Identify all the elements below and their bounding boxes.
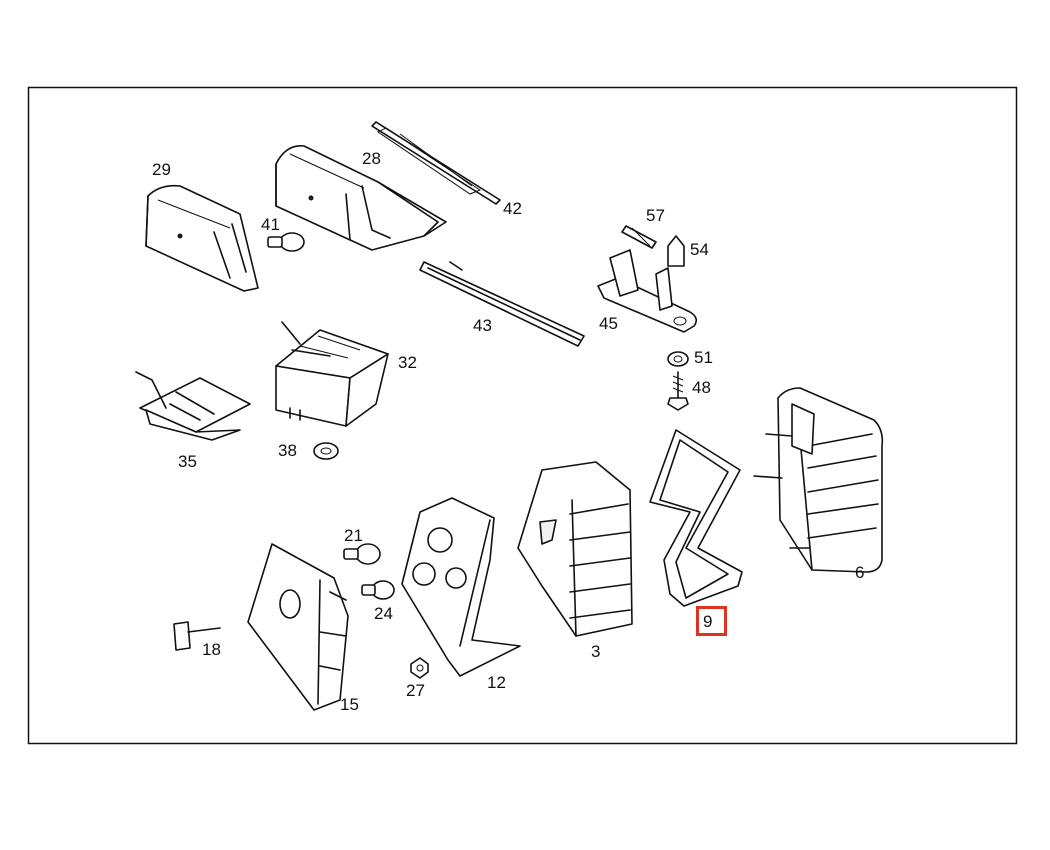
- callout-3: 3: [591, 642, 600, 661]
- part-42-gasket[interactable]: [371, 121, 501, 205]
- callout-24: 24: [374, 604, 393, 623]
- part-32-socket-carrier[interactable]: [275, 321, 389, 427]
- part-48-screw[interactable]: [667, 371, 689, 411]
- highlight-box-9: [696, 606, 727, 636]
- callout-38: 38: [278, 441, 297, 460]
- callout-21: 21: [344, 526, 363, 545]
- part-51-washer[interactable]: [667, 351, 689, 367]
- part-45-bulb-holder[interactable]: [597, 249, 698, 333]
- diagram-frame: [27, 86, 1018, 745]
- part-12-bulb-carrier[interactable]: [401, 497, 521, 677]
- callout-43: 43: [473, 316, 492, 335]
- callout-45: 45: [599, 314, 618, 333]
- callout-15: 15: [340, 695, 359, 714]
- part-29-lamp-cover[interactable]: [145, 184, 259, 292]
- part-38-lock-washer[interactable]: [313, 442, 339, 460]
- part-6-tail-lamp-assembly[interactable]: [753, 387, 884, 573]
- part-54-clip[interactable]: [667, 235, 685, 267]
- part-24-bulb[interactable]: [361, 580, 395, 600]
- part-21-bulb[interactable]: [343, 543, 381, 565]
- part-15-side-lamp-housing[interactable]: [247, 543, 349, 711]
- callout-42: 42: [503, 199, 522, 218]
- callout-6: 6: [855, 563, 864, 582]
- callout-51: 51: [694, 348, 713, 367]
- callout-32: 32: [398, 353, 417, 372]
- callout-9[interactable]: 9: [703, 612, 712, 631]
- part-43-trim-strip[interactable]: [419, 261, 585, 347]
- callout-28: 28: [362, 149, 381, 168]
- callout-29: 29: [152, 160, 171, 179]
- part-27-nut[interactable]: [410, 657, 429, 679]
- callout-12: 12: [487, 673, 506, 692]
- part-41-bulb[interactable]: [267, 232, 305, 252]
- part-18-clip-screw[interactable]: [173, 621, 221, 651]
- callout-54: 54: [690, 240, 709, 259]
- part-3-lens[interactable]: [517, 461, 633, 637]
- part-57-festoon-bulb[interactable]: [621, 225, 657, 249]
- callout-48: 48: [692, 378, 711, 397]
- part-35-socket-carrier[interactable]: [135, 371, 251, 441]
- part-28-lens-housing[interactable]: [275, 145, 447, 251]
- callout-27: 27: [406, 681, 425, 700]
- callout-18: 18: [202, 640, 221, 659]
- part-9-gasket[interactable]: [649, 429, 743, 607]
- callout-41: 41: [261, 215, 280, 234]
- callout-35: 35: [178, 452, 197, 471]
- callout-57: 57: [646, 206, 665, 225]
